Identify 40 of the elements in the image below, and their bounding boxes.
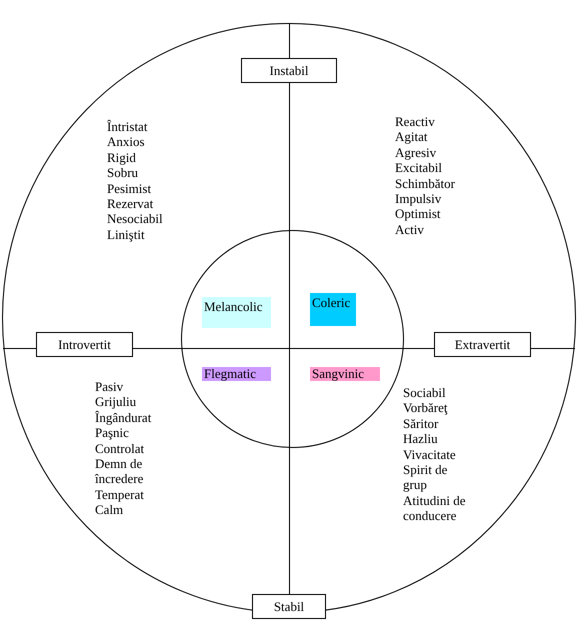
axis-end-label: Stabil [252,594,326,619]
trait-word: Demn de încredere [95,456,144,487]
trait-word: Anxios [107,134,145,150]
trait-word: Impulsiv [395,191,442,206]
trait-word: Sociabil [403,385,446,400]
trait-word: Agresiv [395,144,436,160]
temperament-tag: Coleric [310,293,356,326]
trait-word: Întristat [107,119,148,134]
trait-word: Vorbăreţ [403,400,448,416]
trait-word: Reactiv [395,114,435,130]
trait-word: Rezervat [107,196,154,212]
outer-circle [2,23,576,613]
trait-word: Vivacitate [403,446,456,462]
axis-end-label: Extravertit [434,332,531,357]
trait-word: Nesociabil [107,211,163,227]
trait-word: Sobru [107,165,138,181]
temperament-tag: Sangvinic [310,367,380,381]
trait-word: Hazliu [403,431,438,447]
trait-word: Pasiv [95,379,124,394]
trait-word: Agitat [395,129,428,145]
trait-word: Grijuliu [95,394,136,410]
axis-end-label: Instabil [241,58,337,83]
trait-word: Rigid [107,150,136,166]
trait-word: Paşnic [95,425,129,441]
trait-word: Excitabil [395,160,442,176]
temperament-tag: Melancolic [202,297,271,328]
trait-word: Îngândurat [95,410,152,426]
trait-word: Calm [95,502,124,518]
trait-word: Pesimist [107,180,152,196]
trait-word: Activ [395,222,424,238]
trait-word: Spirit de grup [403,462,448,493]
trait-word: Schimbător [395,176,455,192]
trait-word: Controlat [95,440,144,456]
trait-word: Temperat [95,486,144,502]
temperament-tag: Flegmatic [202,367,271,381]
axis-end-label: Introvertit [36,332,133,357]
trait-word: Optimist [395,206,441,222]
trait-word: Liniştit [107,226,145,242]
trait-word: Săritor [403,416,438,432]
trait-word: Atitudini de conducere [403,492,466,524]
